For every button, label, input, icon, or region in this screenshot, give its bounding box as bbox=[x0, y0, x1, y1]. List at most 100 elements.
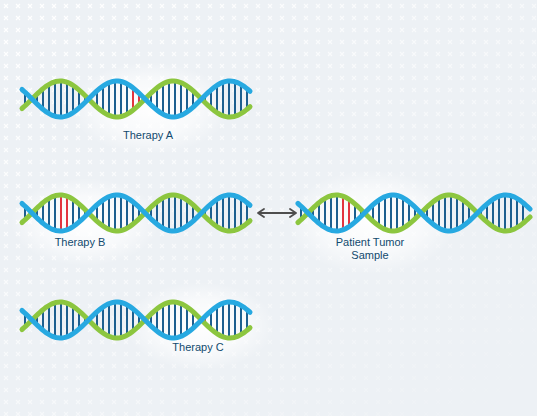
base-pair-rung bbox=[60, 302, 62, 338]
base-pair-rung bbox=[234, 196, 236, 230]
base-pair-rung bbox=[240, 305, 242, 334]
base-pair-rung bbox=[120, 196, 122, 231]
base-pair-rung bbox=[162, 84, 164, 114]
dna-strand bbox=[22, 195, 250, 231]
base-pair-rung bbox=[324, 198, 326, 227]
base-pair-rung bbox=[180, 197, 182, 230]
base-pair-rung bbox=[126, 305, 128, 335]
node-label: Therapy A bbox=[123, 129, 173, 142]
base-pair-rung bbox=[402, 198, 404, 228]
base-pair-rung bbox=[216, 306, 218, 333]
base-pair-rung bbox=[462, 200, 464, 226]
base-pair-rung bbox=[516, 198, 518, 227]
dna-helix-node: Patient Tumor Sample bbox=[296, 190, 534, 268]
base-pair-rung bbox=[102, 200, 104, 226]
base-pair-rung bbox=[390, 195, 392, 231]
base-pair-rung bbox=[126, 198, 128, 228]
base-pair-rung bbox=[174, 302, 176, 338]
base-pair-rung bbox=[174, 195, 176, 231]
base-pair-rung bbox=[48, 84, 50, 113]
base-pair-rung bbox=[498, 196, 500, 229]
base-pair-rung bbox=[108, 83, 110, 116]
node-label: Patient Tumor Sample bbox=[328, 236, 412, 262]
base-pair-rung bbox=[228, 302, 230, 338]
base-pair-rung bbox=[228, 81, 230, 117]
base-pair-rung bbox=[120, 82, 122, 117]
base-pair-rung bbox=[384, 197, 386, 230]
base-pair-rung bbox=[216, 85, 218, 112]
base-pair-rung bbox=[240, 198, 242, 227]
base-pair-rung bbox=[174, 81, 176, 117]
base-pair-rung bbox=[66, 82, 68, 115]
dna-helix bbox=[18, 190, 258, 254]
base-pair-rung bbox=[54, 82, 56, 116]
base-pair-rung bbox=[72, 306, 74, 333]
base-pair-rung bbox=[162, 305, 164, 335]
base-pair-rung bbox=[222, 196, 224, 229]
base-pair-rung bbox=[126, 84, 128, 114]
dna-strand bbox=[298, 195, 530, 231]
base-pair-rung bbox=[102, 86, 104, 112]
comparison-arrow bbox=[258, 212, 296, 214]
dna-helix-node: Therapy C bbox=[18, 297, 258, 357]
base-pair-rung bbox=[120, 303, 122, 338]
base-pair-rung bbox=[72, 85, 74, 112]
node-label: Therapy B bbox=[55, 236, 106, 249]
base-pair-rung bbox=[444, 196, 446, 231]
dna-strand bbox=[298, 195, 530, 231]
dna-helix-node: Therapy A bbox=[18, 76, 254, 142]
mutation-rung bbox=[60, 195, 62, 231]
base-pair-rung bbox=[60, 81, 62, 117]
dna-strand bbox=[22, 81, 250, 117]
base-pair-rung bbox=[492, 199, 494, 226]
base-pair-rung bbox=[108, 197, 110, 230]
base-pair-rung bbox=[54, 303, 56, 337]
base-pair-rung bbox=[438, 198, 440, 228]
base-pair-rung bbox=[48, 305, 50, 334]
base-pair-rung bbox=[180, 304, 182, 337]
base-pair-rung bbox=[72, 199, 74, 226]
base-pair-rung bbox=[240, 84, 242, 113]
base-pair-rung bbox=[186, 307, 188, 333]
base-pair-rung bbox=[180, 83, 182, 116]
base-pair-rung bbox=[162, 198, 164, 228]
dna-strand bbox=[22, 302, 250, 338]
base-pair-rung bbox=[186, 86, 188, 112]
base-pair-rung bbox=[66, 303, 68, 336]
base-pair-rung bbox=[330, 196, 332, 230]
base-pair-rung bbox=[222, 82, 224, 115]
dna-strand bbox=[22, 195, 250, 231]
base-pair-rung bbox=[168, 196, 170, 231]
mutation-rung bbox=[66, 196, 68, 229]
base-pair-rung bbox=[108, 304, 110, 337]
dna-strand bbox=[22, 302, 250, 338]
base-pair-rung bbox=[216, 199, 218, 226]
mutation-rung bbox=[342, 196, 344, 229]
base-pair-rung bbox=[114, 81, 116, 117]
glow bbox=[125, 282, 275, 370]
glow bbox=[70, 62, 230, 154]
dna-strand bbox=[22, 81, 250, 117]
base-pair-rung bbox=[450, 195, 452, 231]
base-pair-rung bbox=[114, 195, 116, 231]
base-pair-rung bbox=[48, 198, 50, 227]
base-pair-rung bbox=[234, 82, 236, 116]
base-pair-rung bbox=[114, 302, 116, 338]
base-pair-rung bbox=[168, 303, 170, 338]
mutation-rung bbox=[348, 199, 350, 226]
base-pair-rung bbox=[102, 307, 104, 333]
base-pair-rung bbox=[228, 195, 230, 231]
dna-helix-node: Therapy B bbox=[18, 190, 258, 254]
node-label: Therapy C bbox=[172, 341, 223, 354]
base-pair-rung bbox=[336, 195, 338, 231]
base-pair-rung bbox=[168, 82, 170, 117]
base-pair-rung bbox=[510, 196, 512, 230]
base-pair-rung bbox=[222, 303, 224, 336]
base-pair-rung bbox=[456, 197, 458, 230]
base-pair-rung bbox=[186, 200, 188, 226]
base-pair-rung bbox=[396, 196, 398, 231]
